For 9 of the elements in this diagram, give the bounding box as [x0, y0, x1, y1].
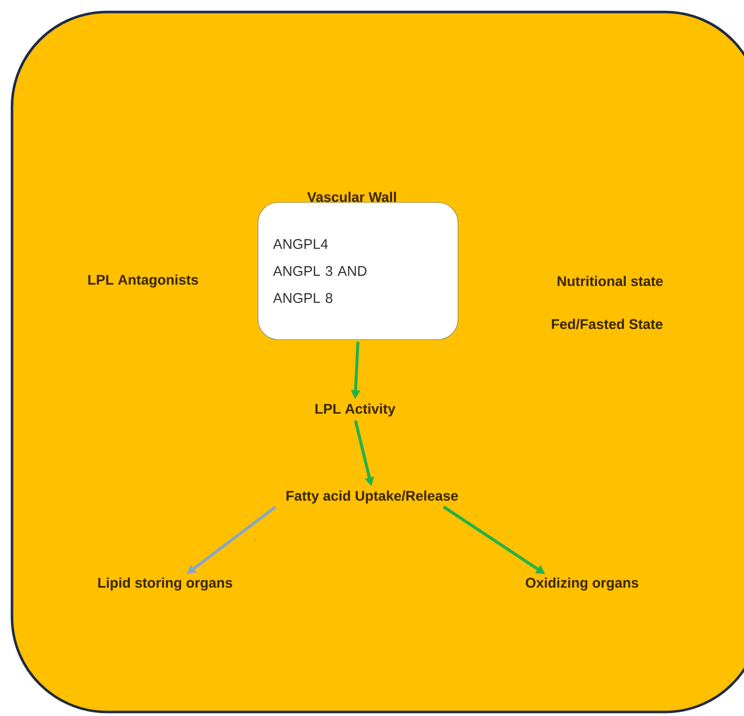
flow-label: Oxidizing organs: [526, 577, 638, 591]
side-label: LPL Antagonists: [88, 274, 198, 288]
side-label: Nutritional state: [558, 276, 663, 286]
flow-label: LPL Activity: [316, 403, 396, 417]
flow-label: Fatty acid Uptake/Release: [286, 490, 458, 504]
side-label: Fed/Fasted State: [552, 318, 663, 330]
box-heading: Vascular Wall: [307, 192, 396, 202]
flow-label: Lipid storing organs: [98, 577, 232, 591]
text-box: ANGPL4 ANGPL 3 AND ANGPL 8: [258, 202, 458, 340]
